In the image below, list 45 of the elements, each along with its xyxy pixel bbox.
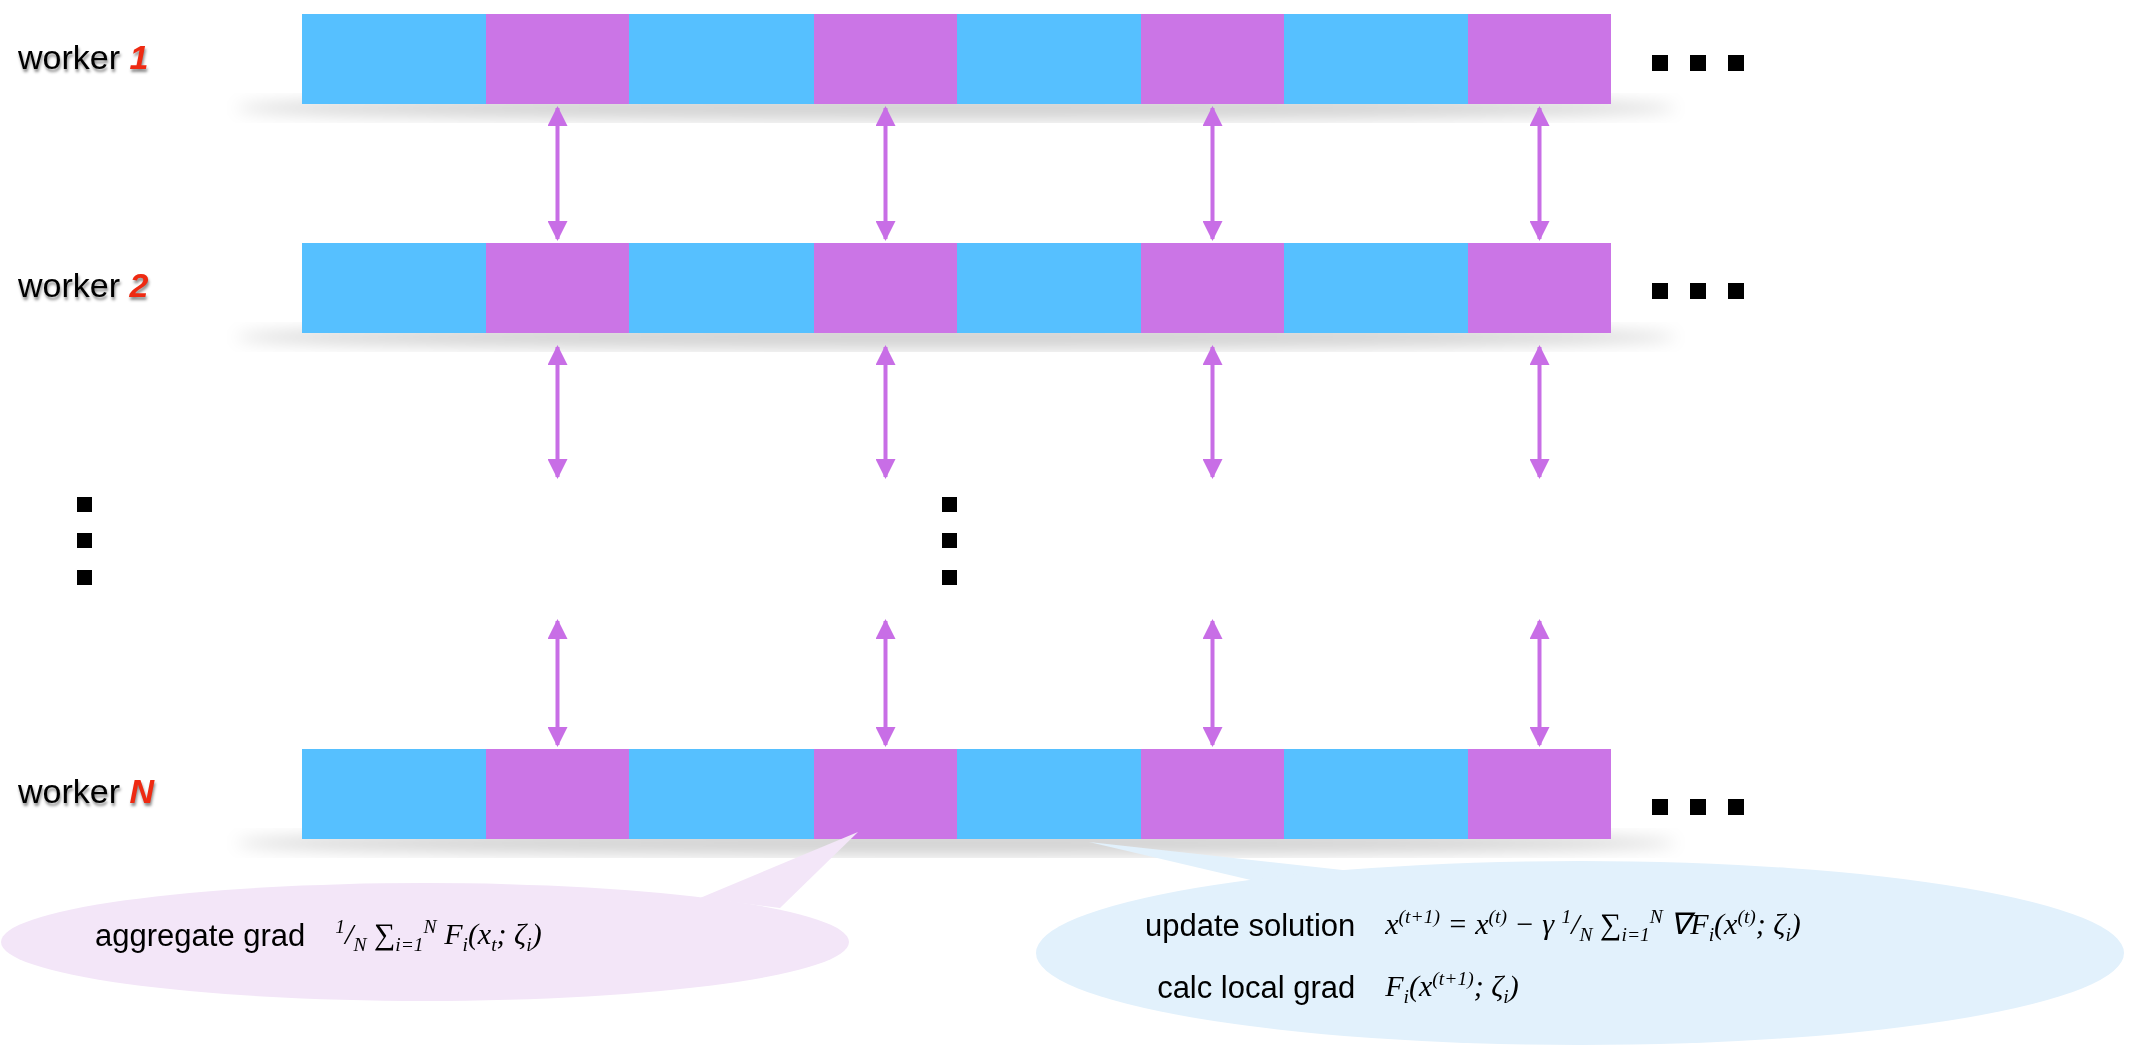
double-arrow — [1202, 345, 1223, 479]
sync-segment — [1141, 749, 1284, 839]
sync-segment — [814, 749, 957, 839]
compute-segment — [1284, 749, 1468, 839]
sync-segment — [486, 14, 629, 104]
step-label: calc local grad — [1156, 970, 1356, 1006]
compute-segment — [302, 749, 486, 839]
sync-segment — [814, 243, 957, 333]
compute-segment — [629, 14, 814, 104]
formula: x$^{(t+1)}$ = x$^{(t)}$ − γ $^{1}$/$_{N}$ ∑$_{i=1}$$^{N}$ ∇F$_{i}$(x$^{(t)}$; ζ$_{i}$) — [1385, 906, 1801, 946]
compute-segment — [957, 14, 1141, 104]
worker-label: worker N — [18, 772, 155, 811]
compute-segment — [957, 243, 1141, 333]
worker-label: worker 1 — [18, 38, 149, 77]
formula: F$_{i}$(x$^{(t+1)}$; ζ$_{i}$) — [1385, 968, 1520, 1008]
double-arrow — [547, 106, 568, 241]
compute-segment — [302, 14, 486, 104]
compute-segment — [1284, 243, 1468, 333]
sync-segment — [1141, 14, 1284, 104]
double-arrow — [1529, 345, 1550, 479]
step-label: aggregate grad — [95, 918, 306, 954]
double-arrow — [875, 106, 896, 241]
compute-segment — [629, 243, 814, 333]
sync-segment — [486, 749, 629, 839]
double-arrow — [1202, 106, 1223, 241]
worker-label: worker 2 — [18, 266, 149, 305]
compute-segment — [957, 749, 1141, 839]
double-arrow — [1202, 619, 1223, 747]
step-label: update solution — [1145, 908, 1356, 944]
sync-segment — [1468, 14, 1611, 104]
double-arrow — [547, 619, 568, 747]
double-arrow — [1529, 619, 1550, 747]
double-arrow — [875, 345, 896, 479]
sync-segment — [1468, 749, 1611, 839]
compute-segment — [629, 749, 814, 839]
sync-segment — [814, 14, 957, 104]
sync-segment — [1468, 243, 1611, 333]
formula: $^{1}$/$_{N}$ ∑$_{i=1}$$^{N}$ F$_{i}$(x$_{t}$; ζ$_{i}$) — [335, 916, 542, 956]
double-arrow — [547, 345, 568, 479]
compute-segment — [1284, 14, 1468, 104]
compute-segment — [302, 243, 486, 333]
double-arrow — [875, 619, 896, 747]
sync-segment — [1141, 243, 1284, 333]
sync-segment — [486, 243, 629, 333]
double-arrow — [1529, 106, 1550, 241]
